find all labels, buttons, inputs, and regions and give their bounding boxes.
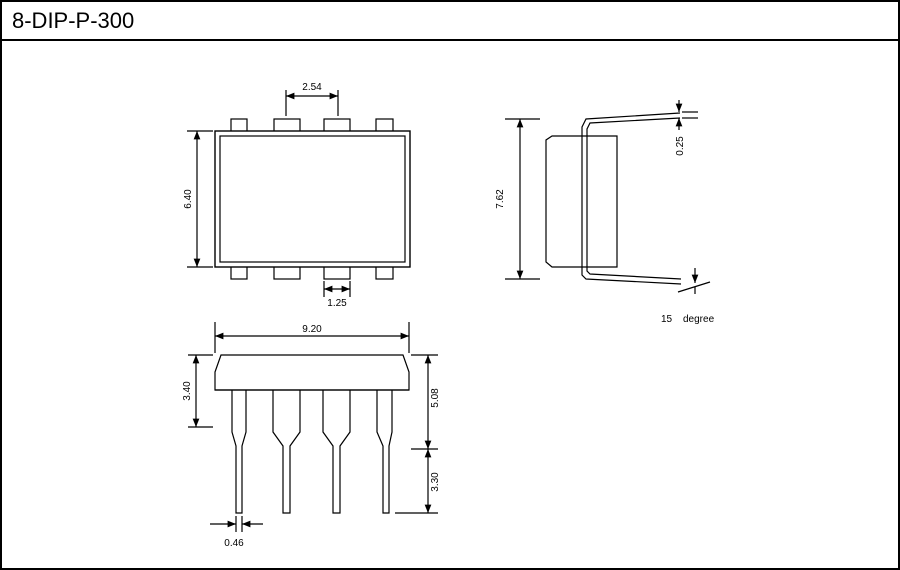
front-view-lead xyxy=(322,390,351,514)
dim-lead-length: 3.30 xyxy=(430,472,441,492)
bottom-pin xyxy=(323,265,351,280)
end-view xyxy=(505,100,711,294)
top-pin xyxy=(375,118,394,133)
dim-pin-width: 1.25 xyxy=(327,298,347,309)
top-pin xyxy=(230,118,248,133)
front-view-body xyxy=(214,354,410,391)
dim-seated-height: 5.08 xyxy=(430,388,441,408)
package-title: 8-DIP-P-300 xyxy=(12,8,135,33)
end-view-body xyxy=(545,135,618,268)
front-view-lead xyxy=(272,390,301,514)
dim-pin-pitch: 2.54 xyxy=(302,82,322,93)
dim-lead-span: 7.62 xyxy=(495,189,506,209)
top-view xyxy=(187,90,411,297)
top-pin xyxy=(273,118,301,133)
dim-body-length: 9.20 xyxy=(302,324,322,335)
title-bar: 8-DIP-P-300 xyxy=(2,2,898,41)
front-view xyxy=(188,322,438,532)
dim-lead-angle-unit: degree xyxy=(683,314,715,325)
bottom-pin xyxy=(375,265,394,280)
front-view-lead xyxy=(376,390,393,514)
dim-lead-width: 0.46 xyxy=(224,538,244,549)
dim-lead-thickness: 0.25 xyxy=(675,136,686,156)
dim-body-width: 6.40 xyxy=(183,189,194,209)
package-body-inner xyxy=(219,135,406,263)
end-view-lead-inner xyxy=(586,117,682,280)
front-view-lead xyxy=(231,390,247,514)
bottom-pin xyxy=(230,265,248,280)
bottom-pin xyxy=(273,265,301,280)
top-pin xyxy=(323,118,351,133)
dim-lead-angle-value: 15 xyxy=(661,314,673,325)
package-body-outer xyxy=(214,130,411,268)
dim-body-height: 3.40 xyxy=(182,381,193,401)
end-view-lead-outer xyxy=(581,112,682,285)
